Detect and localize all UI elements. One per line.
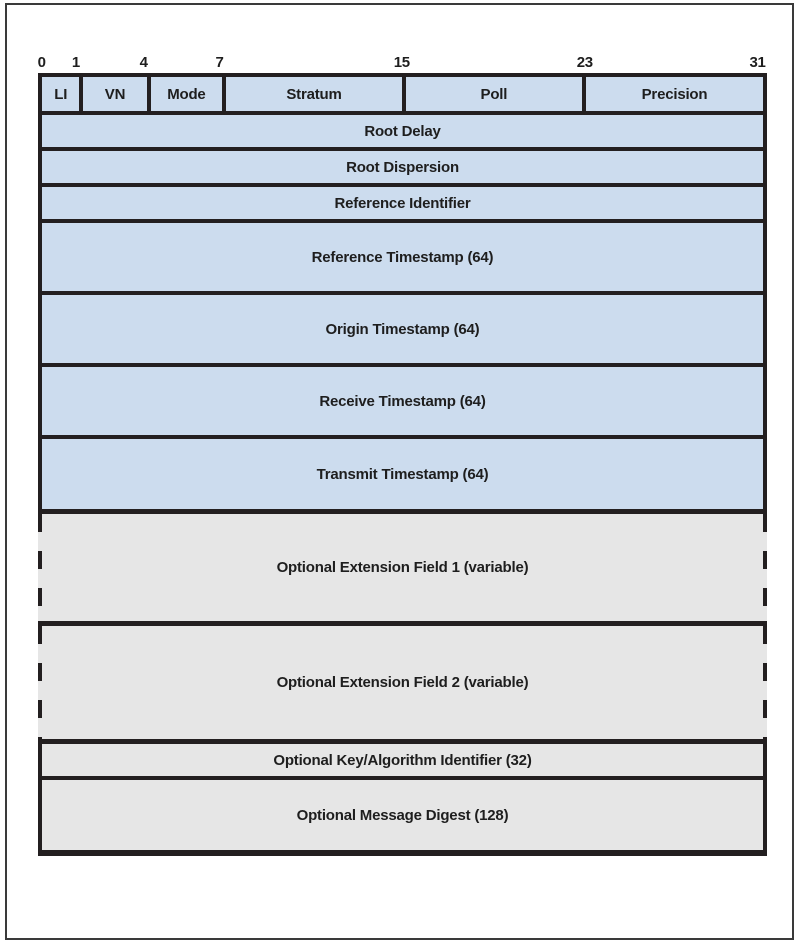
field-extension-1: Optional Extension Field 1 (variable) <box>38 514 767 626</box>
bit-label-4: 4 <box>139 54 148 71</box>
field-reference-timestamp: Reference Timestamp (64) <box>42 219 763 291</box>
field-extension-2: Optional Extension Field 2 (variable) <box>38 626 767 744</box>
packet-structure: 0 1 4 7 15 23 31 LI VN Mode Stratum Poll… <box>38 50 767 856</box>
field-transmit-timestamp: Transmit Timestamp (64) <box>42 435 763 509</box>
field-precision: Precision <box>582 77 763 111</box>
bit-label-15: 15 <box>393 54 410 71</box>
field-reference-identifier: Reference Identifier <box>42 183 763 219</box>
first-word-row: LI VN Mode Stratum Poll Precision <box>42 77 763 111</box>
field-mode: Mode <box>146 77 223 111</box>
field-root-dispersion: Root Dispersion <box>42 147 763 183</box>
bit-label-23: 23 <box>576 54 593 71</box>
dashed-border-right <box>763 626 767 739</box>
field-poll: Poll <box>401 77 582 111</box>
field-receive-timestamp: Receive Timestamp (64) <box>42 363 763 435</box>
field-li: LI <box>54 85 68 103</box>
dashed-border-left <box>38 626 42 739</box>
field-key-algorithm-identifier: Optional Key/Algorithm Identifier (32) <box>38 744 767 780</box>
field-extension-1-label: Optional Extension Field 1 (variable) <box>276 559 529 576</box>
mandatory-fields-section: LI VN Mode Stratum Poll Precision Root D… <box>38 73 767 514</box>
bit-ruler: 0 1 4 7 15 23 31 <box>38 50 767 73</box>
bit-label-31: 31 <box>749 54 766 71</box>
field-origin-timestamp: Origin Timestamp (64) <box>42 291 763 363</box>
packet-table: LI VN Mode Stratum Poll Precision Root D… <box>38 73 767 856</box>
field-stratum: Stratum <box>222 77 402 111</box>
field-root-delay: Root Delay <box>42 111 763 147</box>
figure-frame <box>5 3 794 940</box>
field-message-digest: Optional Message Digest (128) <box>38 780 767 856</box>
bit-label-7: 7 <box>215 54 224 71</box>
field-vn: VN <box>79 77 146 111</box>
dashed-border-left <box>38 514 42 621</box>
dashed-border-right <box>763 514 767 621</box>
bit-label-0: 0 <box>37 54 46 71</box>
bit-label-1: 1 <box>71 54 80 71</box>
field-extension-2-label: Optional Extension Field 2 (variable) <box>276 674 529 691</box>
